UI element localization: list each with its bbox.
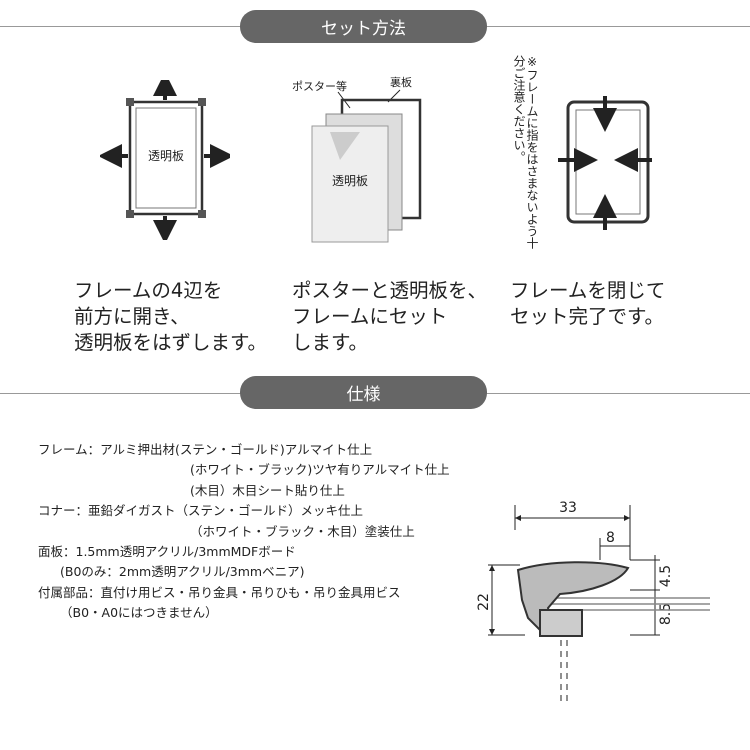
dimension-bottom: 8.5 [658,603,674,625]
frame-outline [128,100,204,216]
spec-corner-finish-2: （ホワイト・ブラック・木目）塗装仕上 [190,524,415,539]
figure-label-clear-board: 透明板 [148,149,184,163]
section-title-spec: 仕様 [240,376,487,409]
spec-frame: フレーム：アルミ押出材(ステン・ゴールド)アルマイト仕上 [38,442,373,457]
dimension-top: 4.5 [658,565,674,587]
step2-instruction: ポスターと透明板を、 フレームにセット します。 [292,279,488,354]
step3-figure [558,96,652,230]
caution-note: ※フレームに指をはさまないよう十分ご注意ください。 [512,55,539,249]
step3-instruction: フレームを閉じて セット完了です。 [510,279,666,328]
figure-label-poster: ポスター等 [292,79,347,93]
dimension-width: 33 [559,500,577,516]
corner-piece [126,98,134,106]
figure-label-back-board: 裏板 [390,75,412,89]
spec-panel-b0: (B0のみ：2mm透明アクリル/3mmベニア) [60,564,305,579]
spec-accessories-note: （B0・A0にはつきません） [60,605,218,620]
step1-instruction: フレームの4辺を 前方に開き、 透明板をはずします。 [74,279,268,354]
step2-figure: ポスター等 裏板 透明板 [292,75,422,243]
profile-cross-section: 33 8 22 4.5 8.5 [476,500,710,705]
section-title-setup: セット方法 [240,10,487,43]
spec-frame-finish-3: (木目）木目シート貼り仕上 [190,483,345,498]
spec-panel: 面板：1.5mm透明アクリル/3mmMDFボード [38,544,296,559]
spec-frame-finish-2: (ホワイト・ブラック)ツヤ有りアルマイト仕上 [190,462,450,477]
dimension-lip: 8 [606,530,615,546]
step1-figure: 透明板 [100,80,230,240]
figure-label-clear-board: 透明板 [332,174,368,188]
spec-accessories: 付属部品：直付け用ビス・吊り金具・吊りひも・吊り金具用ビス [38,585,401,600]
spec-corner: コナー：亜鉛ダイガスト（ステン・ゴールド）メッキ仕上 [38,503,364,518]
dimension-height: 22 [476,593,492,611]
